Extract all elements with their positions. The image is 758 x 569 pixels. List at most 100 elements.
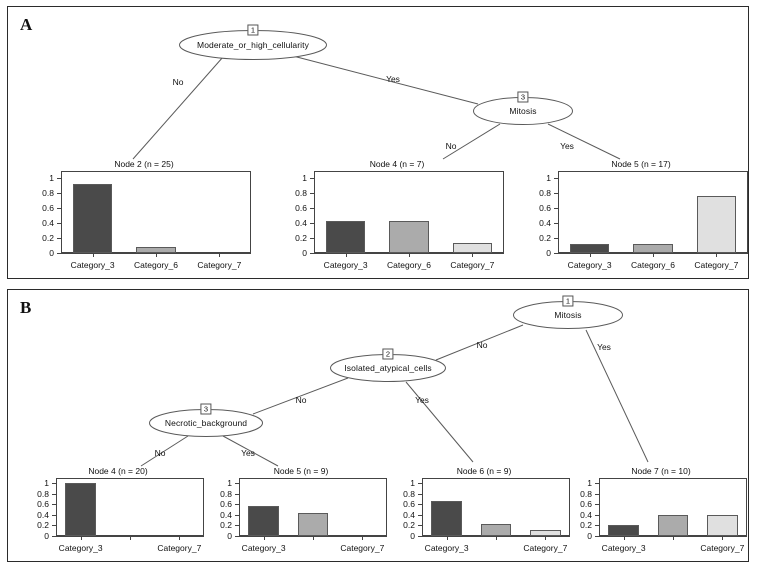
edge-label-yes: Yes xyxy=(241,448,255,458)
bar-category_6 xyxy=(480,524,512,536)
x-tick-mark xyxy=(623,536,625,540)
chart-title: Node 6 (n = 9) xyxy=(456,466,512,476)
y-tick-label: 0.8 xyxy=(539,188,551,199)
bar-category_3 xyxy=(65,483,96,536)
y-tick-mark xyxy=(235,536,239,537)
x-tick-label: Category_6 xyxy=(387,260,431,270)
chart-title: Node 4 (n = 20) xyxy=(88,466,148,476)
x-tick-label: Category_7 xyxy=(523,543,568,553)
y-tick-label: 1 xyxy=(44,478,49,489)
bar-category_7 xyxy=(530,530,561,536)
y-tick-label: 0.6 xyxy=(295,203,307,214)
y-tick-mark xyxy=(310,238,314,240)
x-tick-label: Category_7 xyxy=(694,260,739,270)
y-tick-mark xyxy=(235,504,239,506)
node-label: Necrotic_background xyxy=(164,418,248,428)
x-tick-mark xyxy=(130,536,131,540)
y-tick-label: 0 xyxy=(546,248,551,258)
y-tick-mark xyxy=(595,493,599,495)
tree-edge xyxy=(585,329,649,463)
panel-a-letter: A xyxy=(20,15,33,34)
x-tick-label: Category_3 xyxy=(601,543,646,553)
node-id-badge: 2 xyxy=(382,348,394,360)
node-id-badge: 1 xyxy=(247,24,259,36)
y-tick-mark xyxy=(554,223,558,225)
x-tick-label: Category_3 xyxy=(567,260,612,270)
node-id-badge: 3 xyxy=(200,403,212,415)
chart-title: Node 5 (n = 17) xyxy=(611,159,671,169)
tree-edge xyxy=(132,56,224,160)
y-tick-label: 0.8 xyxy=(42,188,54,199)
y-tick-mark xyxy=(52,483,56,485)
y-tick-label: 0 xyxy=(302,248,307,258)
bar-category_3 xyxy=(73,184,113,253)
x-tick-mark xyxy=(589,253,591,257)
bar-category_6 xyxy=(136,247,176,253)
x-tick-label: Category_6 xyxy=(631,260,675,270)
y-tick-mark xyxy=(418,493,422,495)
tree-edge xyxy=(405,381,474,463)
x-tick-mark xyxy=(446,536,448,540)
y-tick-mark xyxy=(595,504,599,506)
y-tick-label: 0 xyxy=(49,248,54,258)
node-label: Moderate_or_high_cellularity xyxy=(197,40,309,50)
y-tick-mark xyxy=(235,514,239,516)
y-tick-mark xyxy=(554,208,558,210)
x-tick-mark xyxy=(362,536,364,540)
y-tick-label: 0.2 xyxy=(539,233,551,244)
x-tick-mark xyxy=(722,536,724,540)
x-tick-label: Category_3 xyxy=(323,260,368,270)
y-tick-label: 1 xyxy=(410,478,415,489)
y-tick-mark xyxy=(57,193,61,195)
y-tick-label: 0.6 xyxy=(42,203,54,214)
y-tick-label: 0.8 xyxy=(580,488,592,499)
y-tick-label: 0.6 xyxy=(539,203,551,214)
y-tick-label: 0.6 xyxy=(220,499,232,510)
y-tick-mark xyxy=(595,536,599,537)
bar-category_6 xyxy=(657,514,689,536)
y-tick-label: 1 xyxy=(302,173,307,184)
y-tick-mark xyxy=(235,525,239,527)
y-tick-mark xyxy=(52,536,56,537)
node-id-badge: 3 xyxy=(517,91,529,103)
edge-label-no: No xyxy=(172,77,184,87)
y-tick-mark xyxy=(595,525,599,527)
y-tick-mark xyxy=(418,504,422,506)
edge-label-yes: Yes xyxy=(560,141,574,151)
y-tick-mark xyxy=(418,536,422,537)
x-tick-mark xyxy=(472,253,474,257)
x-tick-mark xyxy=(80,536,82,540)
y-tick-mark xyxy=(57,208,61,210)
y-tick-label: 1 xyxy=(546,173,551,184)
bar-category_7 xyxy=(696,196,736,253)
y-tick-mark xyxy=(310,193,314,195)
x-tick-mark xyxy=(313,536,314,540)
y-tick-mark xyxy=(554,193,558,195)
y-tick-mark xyxy=(57,223,61,225)
chart-title: Node 4 (n = 7) xyxy=(369,159,425,169)
edge-label-yes: Yes xyxy=(386,74,400,84)
y-tick-label: 0.2 xyxy=(295,233,307,244)
y-tick-mark xyxy=(235,493,239,495)
y-tick-label: 0.2 xyxy=(403,520,415,531)
y-tick-mark xyxy=(235,483,239,485)
y-tick-label: 0.4 xyxy=(580,509,592,520)
y-tick-label: 0 xyxy=(410,531,415,541)
chart-title: Node 5 (n = 9) xyxy=(273,466,329,476)
tree-node-3[interactable]: Mitosis xyxy=(473,97,573,125)
y-tick-label: 1 xyxy=(587,478,592,489)
x-tick-label: Category_6 xyxy=(134,260,178,270)
node-label: Mitosis xyxy=(509,106,537,116)
y-tick-mark xyxy=(57,178,61,180)
x-axis-line xyxy=(314,253,504,254)
bar-category_3 xyxy=(608,525,639,536)
y-tick-mark xyxy=(57,253,61,254)
bar-category_3 xyxy=(570,244,610,253)
bar-category_7 xyxy=(707,514,738,536)
y-tick-label: 0.6 xyxy=(403,499,415,510)
